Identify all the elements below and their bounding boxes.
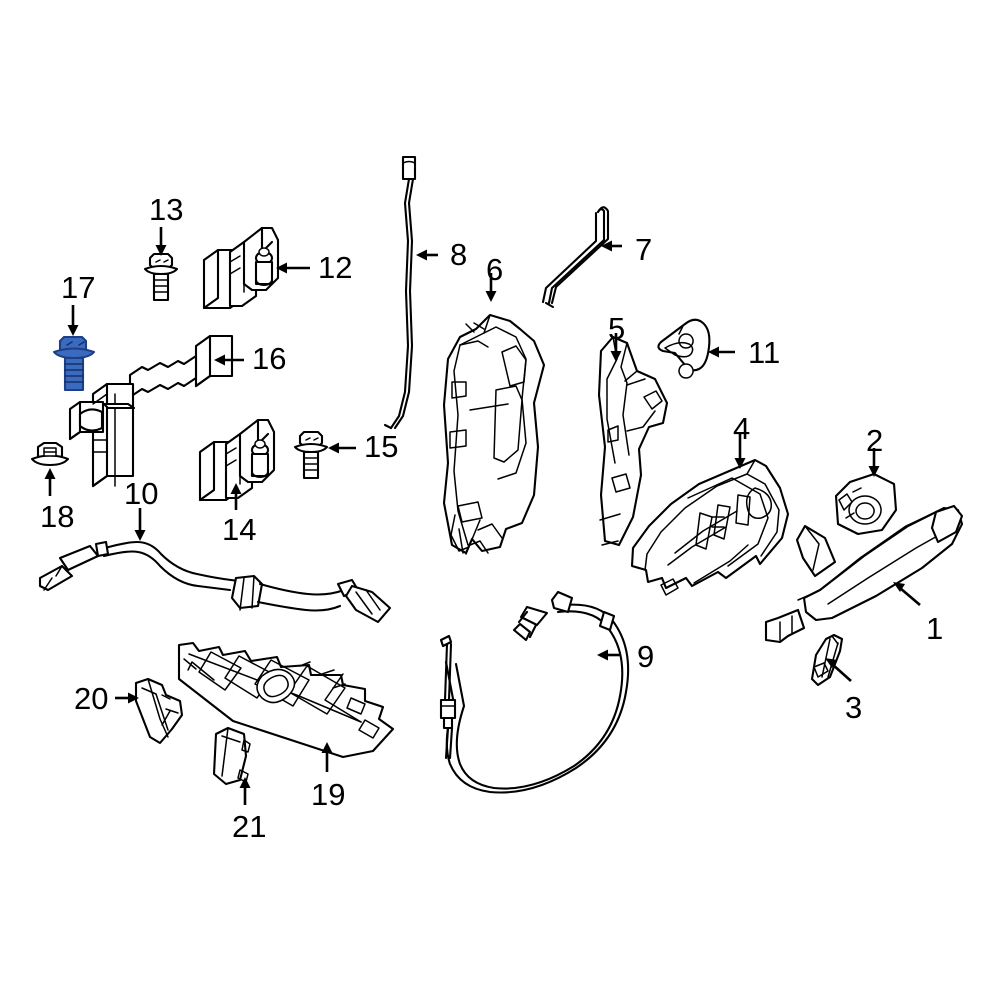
callout-label-8: 8 (450, 237, 468, 272)
part-16-door-check-strap (128, 334, 234, 410)
part-11-door-striker (657, 318, 711, 379)
callout-label-11: 11 (748, 335, 781, 370)
part-10-check-bracket-body (68, 382, 136, 488)
leader-16 (214, 354, 244, 366)
part-6-door-lock-latch-assembly (442, 313, 546, 555)
callout-label-21: 21 (232, 809, 267, 844)
leader-2 (868, 448, 880, 477)
leader-17 (67, 305, 79, 336)
leader-18 (44, 468, 56, 496)
part-12-upper-door-hinge (202, 226, 280, 310)
callout-label-20: 20 (74, 681, 109, 716)
callout-label-5: 5 (608, 311, 626, 346)
callout-label-14: 14 (222, 512, 257, 547)
callout-label-19: 19 (311, 777, 346, 812)
part-2-lock-cylinder-cover (834, 472, 898, 536)
part-19-handle-trim-bezel (177, 641, 395, 759)
leader-3 (825, 658, 852, 682)
part-18-door-check-nut (30, 441, 70, 467)
part-10-inside-handle-cable (38, 540, 392, 624)
callout-label-4: 4 (733, 411, 751, 446)
part-1-exterior-door-handle (764, 504, 964, 644)
callout-label-13: 13 (149, 192, 184, 227)
callout-label-16: 16 (252, 341, 287, 376)
callout-label-9: 9 (637, 639, 655, 674)
leader-12 (276, 262, 310, 274)
callout-label-6: 6 (486, 252, 504, 287)
leader-10 (134, 508, 146, 541)
leader-6 (485, 273, 497, 302)
part-15-hinge-bolt-lower (293, 430, 329, 480)
callout-label-3: 3 (845, 690, 863, 725)
part-5-lock-actuator-bracket (597, 335, 669, 547)
part-17-door-check-bolt-highlighted (52, 335, 96, 392)
part-20-end-cap-left (134, 677, 184, 745)
leader-8 (416, 249, 438, 261)
leader-14 (230, 483, 242, 510)
leader-9 (597, 649, 621, 661)
leader-21 (239, 777, 251, 805)
leader-7 (601, 240, 622, 252)
leader-4 (734, 434, 746, 469)
part-7-lock-link-rod-bent (541, 206, 610, 309)
leader-1 (893, 582, 921, 606)
callout-label-7: 7 (635, 232, 653, 267)
part-4-handle-base-bracket (630, 458, 790, 596)
leader-13 (155, 227, 167, 256)
callout-label-17: 17 (61, 270, 96, 305)
callout-label-18: 18 (40, 499, 75, 534)
callout-label-15: 15 (364, 429, 399, 464)
callout-label-2: 2 (866, 423, 884, 458)
part-21-end-cap-right (212, 726, 251, 786)
part-14-lower-door-hinge (198, 418, 276, 502)
part-13-hinge-bolt-upper (143, 252, 179, 302)
leader-19 (321, 742, 333, 772)
leader-15 (328, 442, 356, 454)
leader-11 (708, 346, 735, 358)
leader-5 (610, 333, 622, 362)
part-9-outside-handle-cable (439, 590, 630, 794)
callout-label-12: 12 (318, 250, 353, 285)
callout-label-10: 10 (124, 476, 159, 511)
callout-label-1: 1 (926, 611, 944, 646)
leader-20 (115, 692, 139, 704)
part-8-lock-knob-rod (383, 155, 417, 430)
